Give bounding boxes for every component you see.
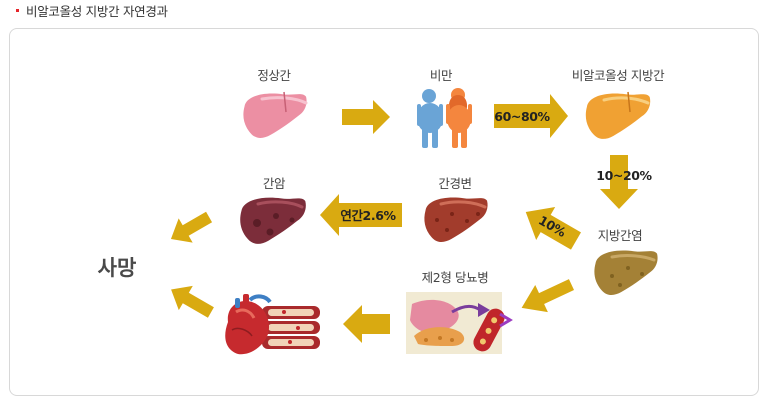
arrow-diabetes-to-heart — [343, 305, 390, 343]
label-cirrhosis: 간경변 — [438, 176, 471, 191]
arrow-cancer-to-death — [164, 205, 216, 251]
heart-vessels-illustration-icon — [225, 294, 320, 354]
obese-man-icon — [417, 89, 443, 148]
cirrhosis-liver-icon — [424, 197, 487, 242]
label-nash: 지방간염 — [598, 228, 642, 243]
arrow-normal-to-obesity — [342, 100, 390, 134]
rate-nafld-to-nash: 10~20% — [596, 168, 652, 183]
label-obesity: 비만 — [430, 68, 453, 83]
rate-obesity-to-nafld: 60~80% — [494, 109, 550, 124]
label-liver-cancer: 간암 — [263, 176, 286, 191]
blood-vessels — [262, 306, 320, 349]
arrow-nash-to-diabetes — [515, 271, 578, 321]
rate-cirrhosis-to-cancer: 연간2.6% — [340, 208, 396, 223]
nash-liver-icon — [594, 250, 657, 295]
diabetes-illustration-icon — [406, 292, 510, 355]
arrow-heart-to-death — [164, 277, 218, 324]
obese-woman-icon — [446, 88, 472, 148]
normal-liver-icon — [243, 92, 306, 138]
fatty-liver-icon — [586, 92, 650, 139]
label-nafld: 비알코올성 지방간 — [572, 68, 665, 83]
label-death: 사망 — [98, 256, 137, 280]
label-normal-liver: 정상간 — [257, 68, 291, 83]
label-diabetes: 제2형 당뇨병 — [422, 270, 489, 285]
cancer-liver-icon — [240, 198, 306, 244]
